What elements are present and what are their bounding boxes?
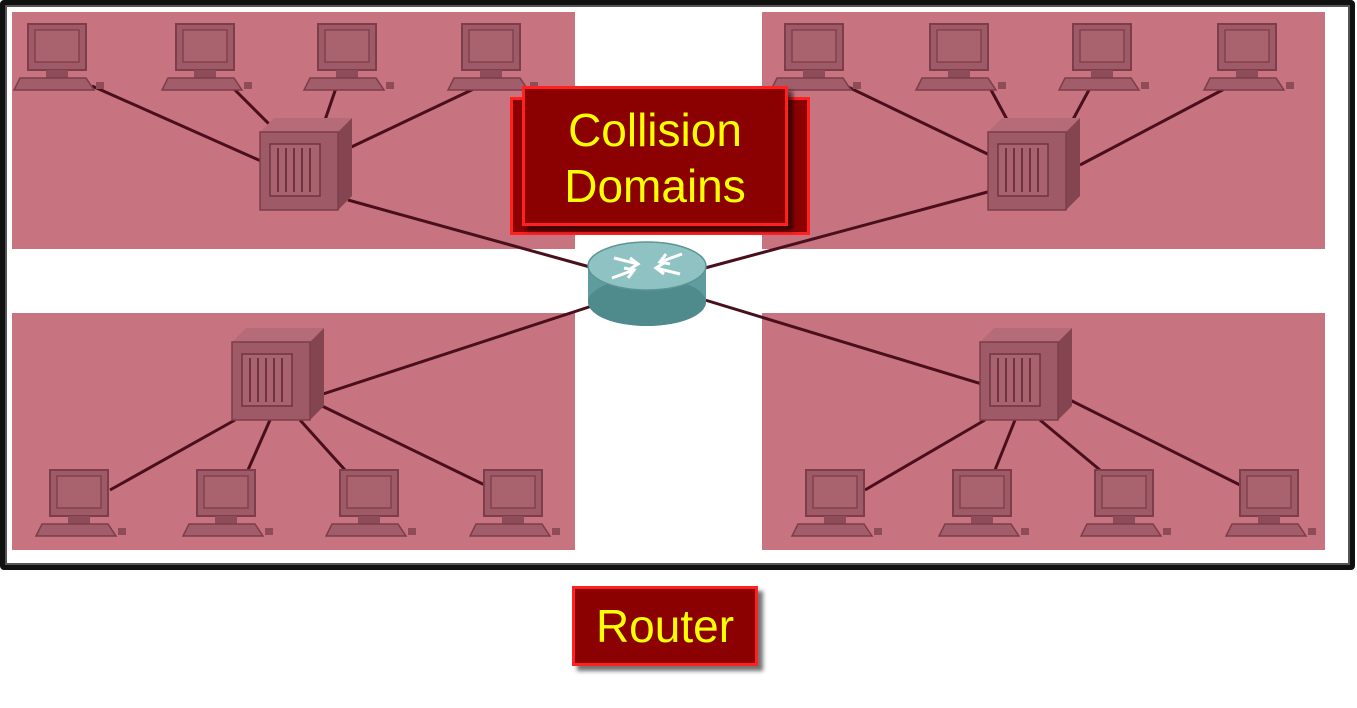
router-icon [587,241,707,326]
collision-label-line2: Domains [564,160,746,212]
network-cables [91,84,1251,492]
hub-icon [979,327,1073,421]
router-label: Router [572,586,758,666]
hub-icon [259,117,353,211]
hub-icon [987,117,1081,211]
collision-label-line1: Collision [568,104,742,156]
collision-domains-label: Collision Domains [522,86,788,226]
hub-icon [231,327,325,421]
